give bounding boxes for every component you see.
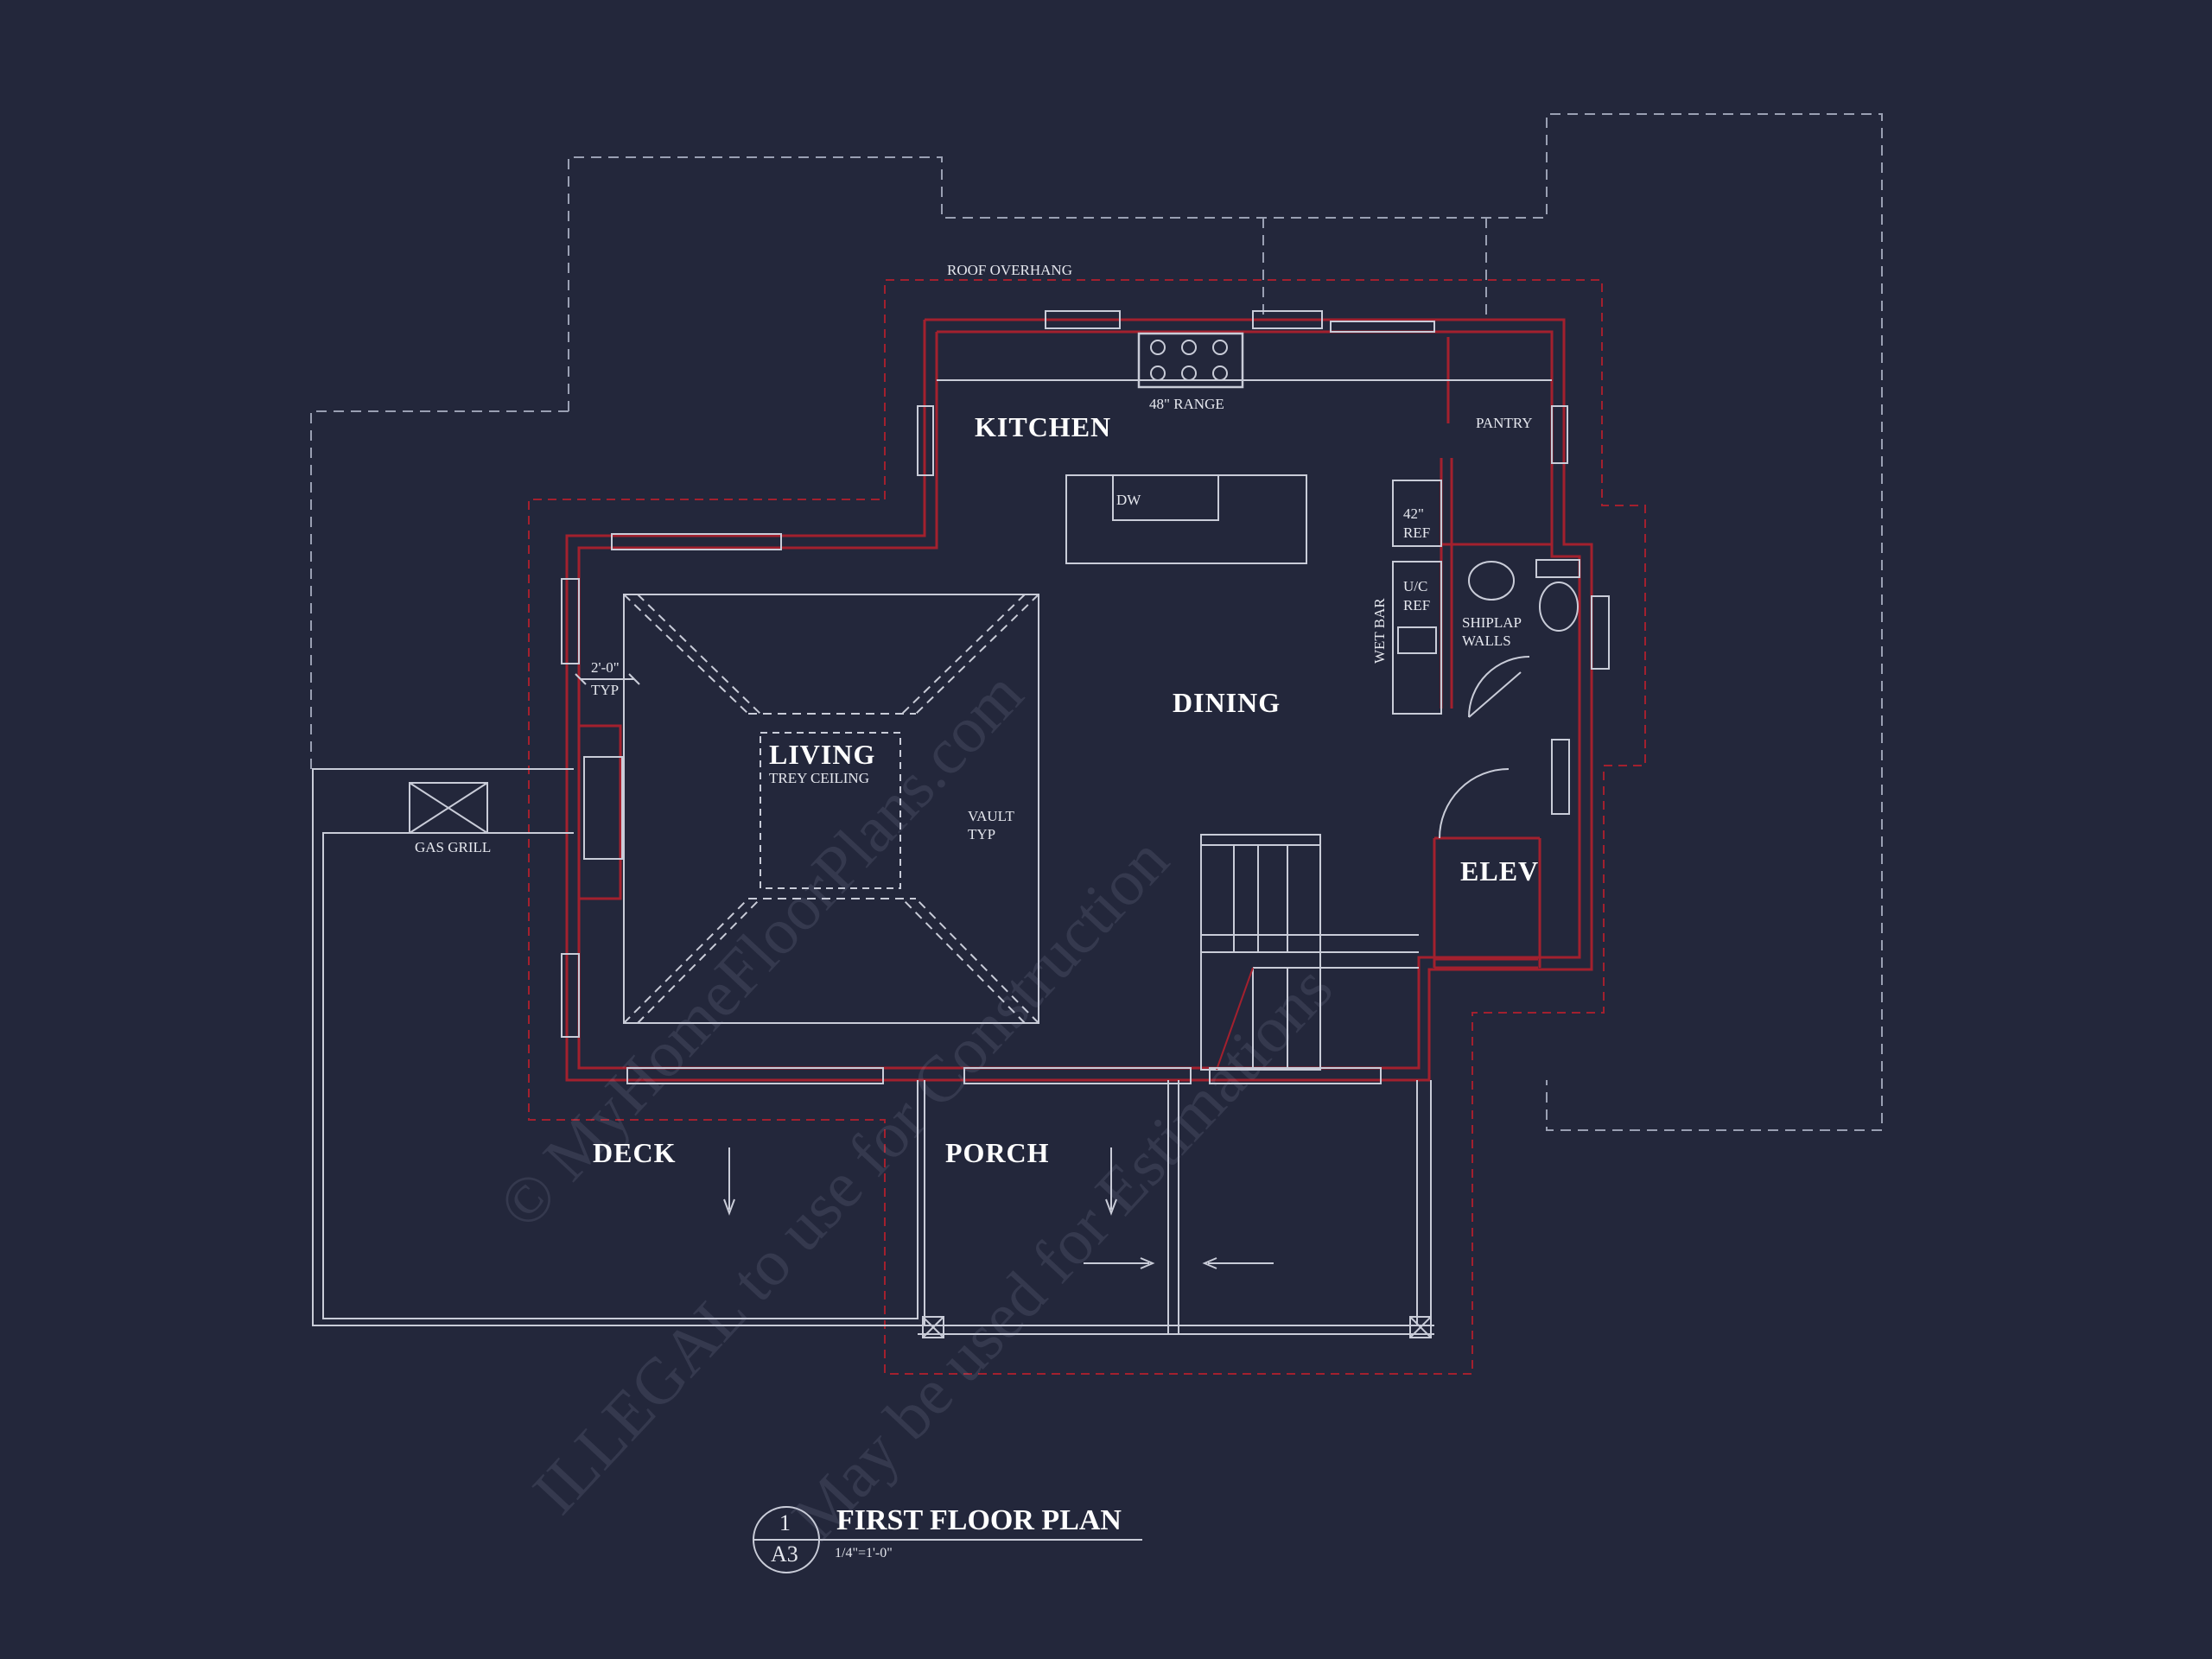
uc-ref-note-line2: REF: [1403, 597, 1431, 613]
range-note: 48" RANGE: [1149, 396, 1224, 412]
vault-note-line2: TYP: [968, 826, 996, 842]
room-label-living: LIVING: [769, 739, 876, 770]
shiplap-note-line1: SHIPLAP: [1462, 614, 1522, 631]
drawing-scale: 1/4"=1'-0": [835, 1546, 893, 1560]
pantry-note: PANTRY: [1476, 415, 1533, 431]
room-label-dining: DINING: [1173, 687, 1281, 718]
room-label-elev: ELEV: [1460, 855, 1540, 887]
dimension-typ-note: TYP: [591, 682, 620, 698]
interior-lines: [312, 310, 1610, 1573]
gas-grill-note: GAS GRILL: [415, 839, 492, 855]
ref42-note-line1: 42": [1403, 505, 1424, 522]
roof-outline: [310, 113, 1883, 1131]
living-trey-ceiling-note: TREY CEILING: [769, 770, 869, 786]
shiplap-note-line2: WALLS: [1462, 632, 1511, 649]
ref42-note-line2: REF: [1403, 524, 1431, 541]
exterior-walls: [565, 318, 1593, 1082]
vault-note-line1: VAULT: [968, 808, 1014, 824]
uc-ref-note-line1: U/C: [1403, 578, 1428, 594]
wet-bar-note: WET BAR: [1371, 598, 1388, 664]
roof-overhang-note: ROOF OVERHANG: [947, 262, 1072, 278]
room-label-porch: PORCH: [945, 1137, 1050, 1168]
sheet-number: A3: [771, 1541, 798, 1567]
dimension-note: 2'-0": [591, 659, 620, 676]
detail-number: 1: [779, 1510, 791, 1535]
drawing-title: FIRST FLOOR PLAN: [836, 1504, 1122, 1536]
room-label-kitchen: KITCHEN: [975, 411, 1112, 442]
red-overhang: [528, 279, 1646, 1375]
room-label-deck: DECK: [593, 1137, 677, 1168]
range-burners: [1150, 340, 1228, 381]
dishwasher-note: DW: [1116, 492, 1141, 508]
